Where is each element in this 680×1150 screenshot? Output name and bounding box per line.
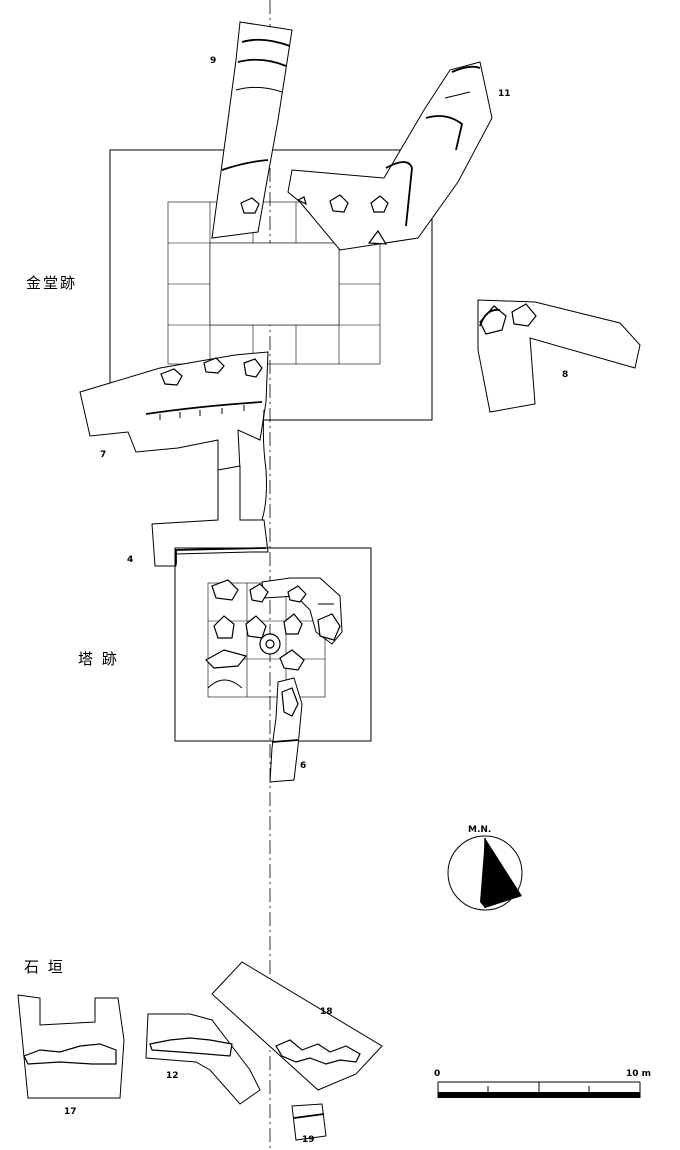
trench-18 — [211, 961, 383, 1091]
trench-label-9: 9 — [210, 56, 216, 66]
trench-17 — [17, 994, 125, 1099]
trench-9 — [211, 21, 293, 239]
trench-4 — [151, 465, 269, 567]
trench-label-11: 11 — [498, 89, 511, 99]
trench-6 — [269, 677, 303, 783]
label-to: 塔 跡 — [78, 650, 119, 668]
trench-7 — [79, 351, 269, 549]
kondo-site — [109, 149, 433, 421]
trench-label-18: 18 — [320, 1007, 333, 1017]
scale-end-label: 10 m — [626, 1069, 651, 1079]
trench-12 — [145, 1013, 261, 1105]
trench-19 — [291, 1103, 327, 1141]
trench-label-17: 17 — [64, 1107, 77, 1117]
scale-bar: 0 10 m — [434, 1069, 651, 1098]
label-ishigaki: 石 垣 — [24, 958, 65, 976]
north-arrow: M.N. — [447, 825, 523, 911]
trench-label-6: 6 — [300, 761, 306, 771]
trench-label-4: 4 — [127, 555, 133, 565]
kondo-grid — [167, 201, 381, 365]
trench-label-12: 12 — [166, 1071, 179, 1081]
trench-label-8: 8 — [562, 370, 568, 380]
label-kondo: 金堂跡 — [26, 274, 77, 292]
north-arrow-label: M.N. — [468, 825, 491, 835]
trench-label-19: 19 — [302, 1135, 315, 1145]
scale-start-label: 0 — [434, 1069, 440, 1079]
pagoda-site — [174, 547, 372, 742]
trench-label-7: 7 — [100, 450, 106, 460]
trench-8 — [477, 299, 641, 413]
trench-11 — [287, 61, 493, 251]
